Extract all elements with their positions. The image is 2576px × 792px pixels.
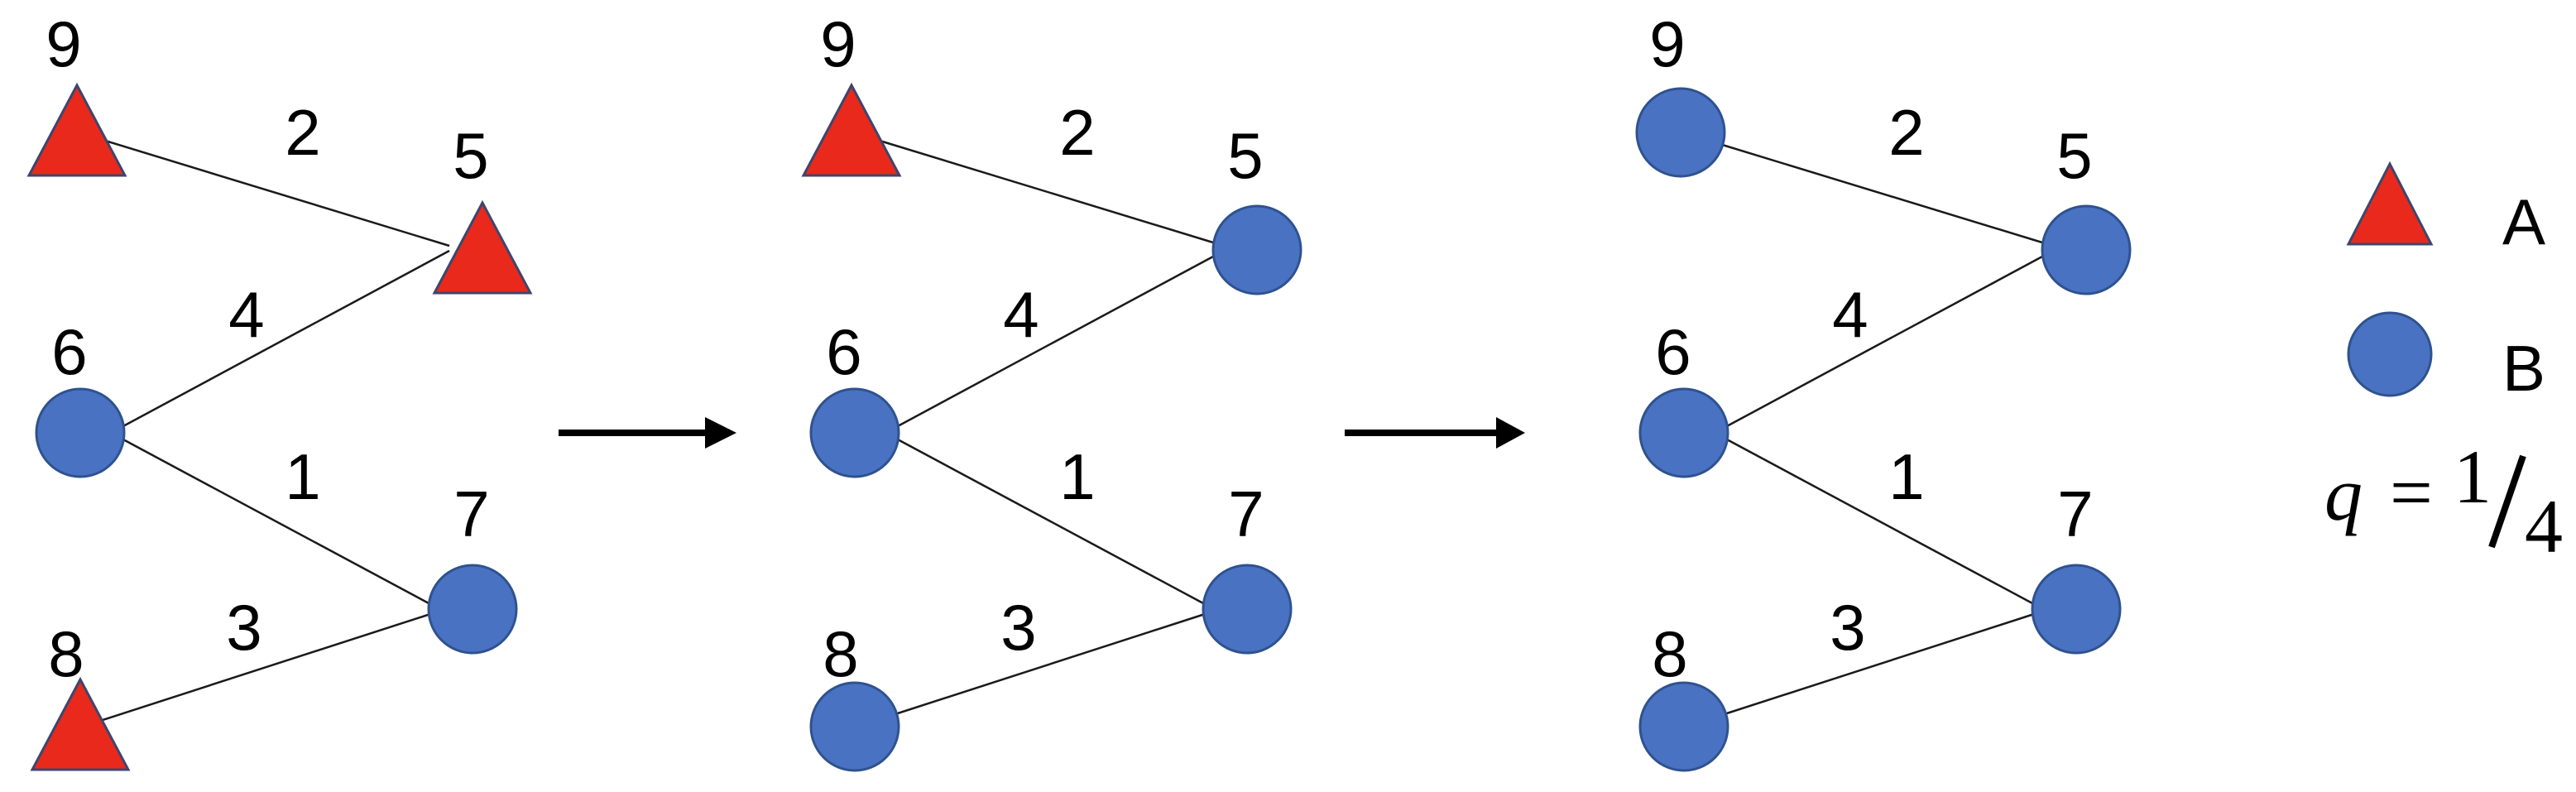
node-label-8: 8: [823, 617, 858, 690]
arrows-layer: [559, 417, 1525, 449]
edge-weight-9-5: 2: [1059, 96, 1095, 169]
equation-variable: q: [2324, 452, 2363, 536]
node-label-5: 5: [2056, 119, 2092, 192]
node-5-circle-icon: [1211, 204, 1302, 295]
edge-9-5: [104, 139, 450, 247]
edge-6-5: [121, 249, 450, 429]
legend-label-b: B: [2502, 332, 2545, 405]
node-8-triangle-icon: [30, 676, 131, 771]
edge-weight-6-5: 4: [1003, 278, 1039, 351]
equation-denominator: 4: [2525, 484, 2563, 569]
edge-8-7: [1705, 612, 2035, 722]
node-5-triangle-icon: [432, 199, 533, 295]
edge-8-7: [876, 612, 1206, 722]
transition-arrow-1-icon: [559, 417, 736, 449]
fraction-slash: [2488, 454, 2526, 549]
edge-8-7: [102, 612, 431, 722]
equation-equals-sign: =: [2390, 450, 2433, 535]
node-8-circle-icon: [1638, 681, 1729, 772]
node-7-circle-icon: [1202, 564, 1293, 655]
legend: A B q = 1 4: [2324, 161, 2563, 569]
node-7-circle-icon: [2031, 564, 2122, 655]
node-label-6: 6: [826, 315, 861, 388]
node-6-circle-icon: [1638, 387, 1729, 478]
node-label-9: 9: [46, 7, 81, 80]
legend-triangle-icon: [2346, 161, 2434, 246]
node-9-circle-icon: [1635, 87, 1726, 178]
node-8-circle-icon: [809, 681, 900, 772]
node-9-triangle-icon: [801, 82, 902, 177]
edge-weight-8-7: 3: [1830, 591, 1865, 664]
node-label-6: 6: [51, 315, 87, 388]
node-label-7: 7: [453, 478, 489, 550]
node-5-circle-icon: [2041, 204, 2132, 295]
node-9-triangle-icon: [26, 82, 127, 177]
edge-weight-6-5: 4: [228, 278, 264, 351]
edge-9-5: [1708, 139, 2054, 247]
edge-weight-6-7: 1: [285, 440, 320, 513]
edge-6-7: [1725, 437, 2035, 606]
edge-weight-9-5: 2: [285, 96, 320, 169]
edge-6-7: [121, 437, 431, 606]
node-label-5: 5: [453, 119, 488, 192]
edge-weight-8-7: 3: [1000, 591, 1036, 664]
legend-label-a: A: [2502, 185, 2545, 258]
legend-equation: q = 1 4: [2324, 434, 2563, 569]
transition-arrow-2-icon: [1345, 417, 1525, 449]
node-6-circle-icon: [35, 387, 126, 478]
node-6-circle-icon: [809, 387, 900, 478]
edge-6-7: [895, 437, 1206, 606]
node-label-6: 6: [1655, 315, 1691, 388]
node-label-9: 9: [1649, 7, 1685, 80]
edge-weight-6-7: 1: [1059, 440, 1095, 513]
node-7-circle-icon: [427, 564, 518, 655]
edge-weight-8-7: 3: [226, 591, 261, 664]
node-label-7: 7: [2057, 478, 2093, 550]
edge-weight-6-7: 1: [1888, 440, 1924, 513]
edge-weight-9-5: 2: [1888, 96, 1924, 169]
edge-weight-6-5: 4: [1832, 278, 1868, 351]
node-label-9: 9: [820, 7, 856, 80]
edge-9-5: [879, 139, 1225, 247]
edge-6-5: [1725, 249, 2054, 429]
edge-6-5: [895, 249, 1225, 429]
legend-circle-icon: [2347, 311, 2433, 397]
node-label-7: 7: [1228, 478, 1264, 550]
node-label-8: 8: [48, 617, 84, 690]
node-label-8: 8: [1652, 617, 1687, 690]
node-label-5: 5: [1227, 119, 1263, 192]
equation-numerator: 1: [2454, 434, 2492, 519]
